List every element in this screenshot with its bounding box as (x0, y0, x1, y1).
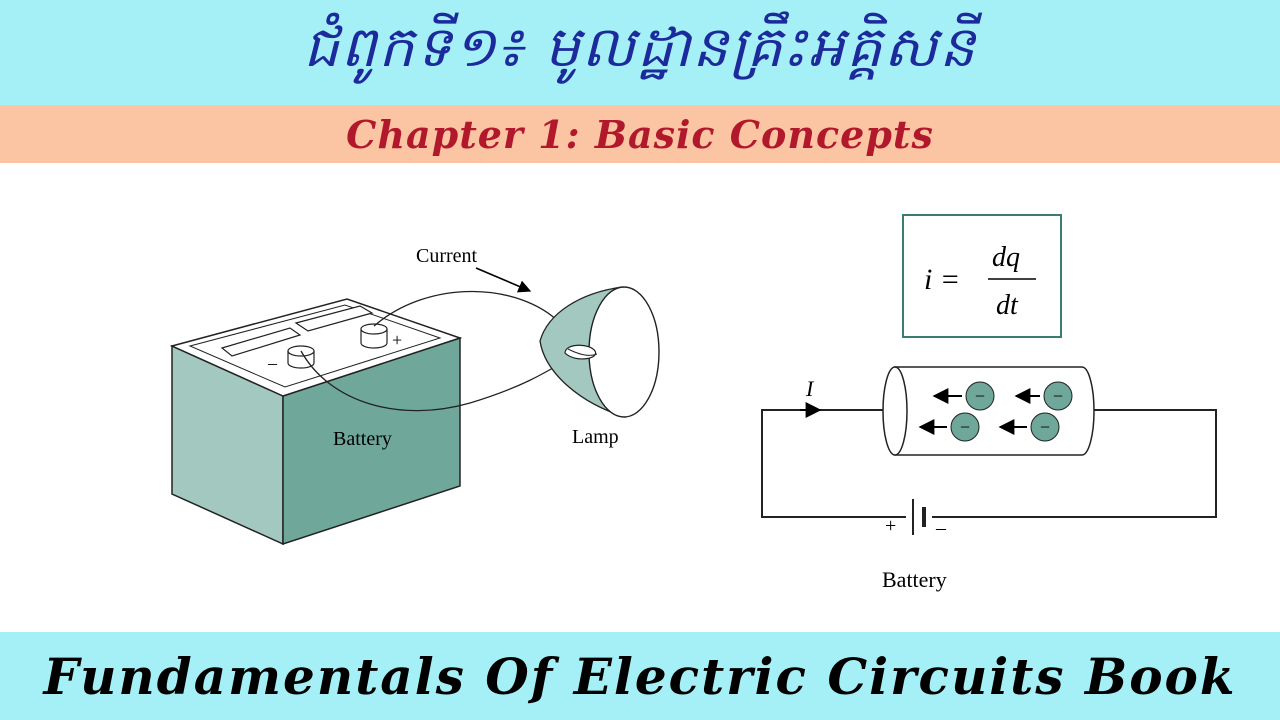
footer-banner: Fundamentals Of Electric Circuits Book (0, 632, 1280, 720)
formula-box (902, 214, 1062, 338)
battery-minus-sign: – (267, 353, 278, 373)
electron: − (998, 412, 1060, 442)
circuit-battery-label: Battery (882, 567, 947, 592)
subtitle-banner: Chapter 1: Basic Concepts (0, 105, 1280, 163)
circuit-wire (761, 409, 1217, 518)
wire-positive (373, 290, 561, 327)
formula-lhs: i = (924, 263, 960, 296)
conductor-end (882, 366, 908, 456)
current-symbol: I (805, 376, 815, 401)
negative-terminal (287, 345, 315, 369)
lamp-filament (564, 344, 597, 360)
electron-sign: − (1040, 417, 1050, 437)
battery-plus-sign: + (392, 330, 402, 350)
battery-top-bar-2 (294, 305, 374, 332)
lamp-lens (588, 286, 660, 418)
khmer-title: ជំពូកទី១៖ មូលដ្ឋានគ្រឹះអគ្គិសនី (303, 14, 977, 80)
conductor-body (894, 366, 1095, 456)
circuit-plus-sign: + (885, 515, 896, 537)
current-arrow (475, 267, 532, 293)
title-banner: ជំពូកទី១៖ មូលដ្ឋានគ្រឹះអគ្គិសនី (0, 0, 1280, 105)
current-flow-diagram: i = dq dt I − − − − (761, 214, 1217, 592)
wire-negative (300, 350, 571, 412)
current-label: Current (416, 245, 478, 267)
electron-sign: − (1053, 386, 1063, 406)
electron: − (918, 412, 980, 442)
electron-sign: − (975, 386, 985, 406)
circuit-minus-sign: – (935, 517, 947, 539)
chapter-subtitle: Chapter 1: Basic Concepts (346, 111, 934, 157)
electron: − (932, 381, 995, 411)
lamp-label: Lamp (572, 426, 619, 448)
electron: − (1014, 381, 1073, 411)
positive-terminal (360, 323, 388, 349)
battery-lamp-diagram: – + Current Lamp Battery (169, 245, 660, 546)
battery-top-bar-1 (220, 327, 302, 357)
formula-denominator: dt (996, 290, 1019, 321)
formula-numerator: dq (992, 242, 1020, 273)
battery-label: Battery (333, 428, 392, 450)
diagram-area: – + Current Lamp Battery i = dq dt I − (169, 214, 1217, 592)
battery-top (169, 298, 463, 397)
electron-sign: − (960, 417, 970, 437)
book-title: Fundamentals Of Electric Circuits Book (43, 646, 1237, 706)
